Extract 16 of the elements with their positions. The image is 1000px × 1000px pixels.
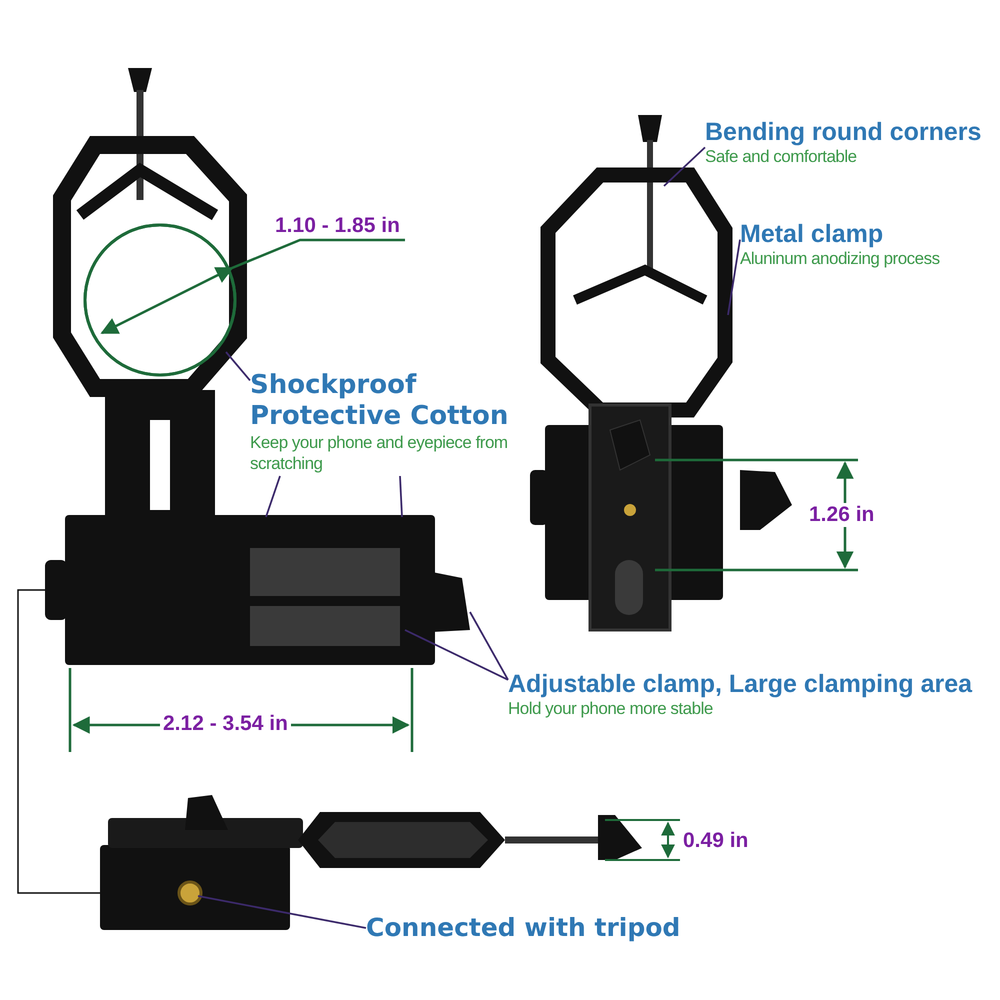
leader-line — [663, 146, 706, 187]
leader-line — [469, 612, 509, 680]
callout-heading: Shockproof Protective Cotton — [250, 370, 510, 432]
leader-line — [727, 239, 741, 316]
callout-heading: Bending round corners — [705, 118, 982, 146]
callout-subtext: Keep your phone and eyepiece from scratching — [250, 432, 509, 474]
callout-subtext: Aluninum anodizing process — [740, 248, 941, 269]
leader-line — [265, 476, 281, 518]
callout-heading: Connected with tripod — [366, 914, 682, 942]
callout-heading: Metal clamp — [740, 220, 884, 248]
callout-subtext: Safe and comfortable — [705, 146, 858, 167]
callout-subtext: Hold your phone more stable — [508, 698, 714, 719]
leader-line — [198, 895, 366, 929]
leader-line — [404, 629, 508, 681]
callout-heading: Adjustable clamp, Large clamping area — [508, 670, 974, 698]
leader-line — [399, 476, 403, 518]
